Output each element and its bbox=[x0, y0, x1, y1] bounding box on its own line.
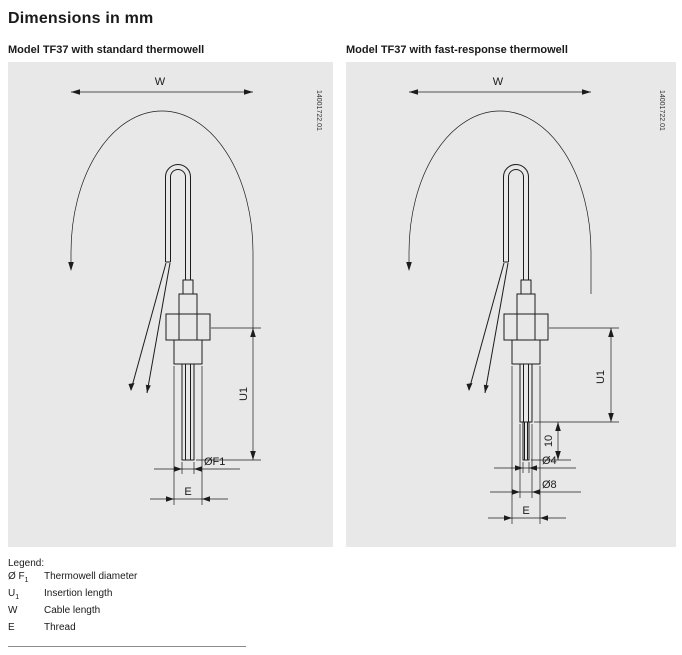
wire-tip-1 bbox=[128, 383, 135, 391]
dimension-thermowell-diameter-f1: ØF1 bbox=[154, 456, 240, 474]
legend-item-thermowell-diameter: Ø F1 Thermowell diameter bbox=[8, 570, 676, 587]
legend-item-cable-length: W Cable length bbox=[8, 604, 676, 621]
label-u1: U1 bbox=[595, 370, 607, 384]
legend-symbol: U1 bbox=[8, 588, 20, 601]
dimension-thread-e: E bbox=[488, 366, 566, 524]
cable-gland-body bbox=[178, 293, 198, 315]
wire-tip-1 bbox=[466, 383, 473, 391]
dimension-tip-diameter-d4: Ø4 bbox=[494, 455, 576, 473]
fast-response-tip bbox=[522, 421, 530, 461]
panel-fast-response-thermowell: Model TF37 with fast-response thermowell… bbox=[346, 44, 676, 547]
wire-tip-2 bbox=[145, 384, 151, 393]
cable-loop-outline bbox=[408, 110, 592, 253]
drawing-panels: Model TF37 with standard thermowell W bbox=[8, 44, 676, 547]
cable-loop-outline bbox=[70, 110, 254, 253]
legend-title: Legend: bbox=[8, 558, 45, 569]
label-e: E bbox=[522, 505, 529, 517]
cable-inner bbox=[170, 169, 186, 280]
cable-gland-neck bbox=[520, 279, 532, 295]
dimension-insertion-length-u1: U1 bbox=[534, 327, 619, 423]
label-tip-length: 10 bbox=[543, 435, 555, 447]
page-title: Dimensions in mm bbox=[8, 10, 154, 27]
sensor-body bbox=[503, 279, 549, 461]
label-d4: Ø4 bbox=[542, 455, 557, 467]
legend-symbol: W bbox=[8, 605, 18, 616]
legend-symbol: Ø F1 bbox=[8, 571, 29, 584]
thread-collar bbox=[511, 339, 541, 365]
label-e: E bbox=[184, 486, 191, 498]
label-u1: U1 bbox=[238, 387, 250, 401]
cable-outer bbox=[165, 164, 191, 280]
label-d8: Ø8 bbox=[542, 479, 557, 491]
legend-item-thread: E Thread bbox=[8, 621, 676, 638]
wire-tip-2 bbox=[483, 384, 489, 393]
legend-item-insertion-length: U1 Insertion length bbox=[8, 587, 676, 604]
legend-description: Cable length bbox=[44, 605, 101, 616]
thermowell-tube bbox=[181, 363, 195, 461]
cable-gland-neck bbox=[182, 279, 194, 295]
cable-assembly bbox=[408, 110, 592, 394]
label-f1: ØF1 bbox=[204, 456, 225, 468]
dimension-tip-length-10: 10 bbox=[531, 422, 571, 461]
legend-description: Thread bbox=[44, 622, 76, 633]
dimension-cable-length-w: W bbox=[406, 76, 592, 294]
cable-inner bbox=[508, 169, 524, 280]
wire-lead-2 bbox=[484, 262, 509, 394]
cable-gland-body bbox=[516, 293, 536, 315]
legend: Legend: Ø F1 Thermowell diameter U1 Inse… bbox=[8, 557, 676, 638]
wire-lead-2 bbox=[146, 262, 171, 394]
cable-outer bbox=[503, 164, 529, 280]
panel-standard-thermowell: Model TF37 with standard thermowell W bbox=[8, 44, 333, 547]
standard-thermowell-diagram: W bbox=[68, 76, 322, 505]
panel-standard-subtitle: Model TF37 with standard thermowell bbox=[8, 44, 205, 56]
legend-description: Insertion length bbox=[44, 588, 113, 599]
hex-nut bbox=[165, 313, 211, 341]
thread-collar bbox=[173, 339, 203, 365]
dimension-insertion-length-u1: U1 bbox=[196, 327, 261, 461]
wire-lead-1 bbox=[468, 262, 505, 391]
legend-description: Thermowell diameter bbox=[44, 571, 138, 582]
thermowell-tube bbox=[519, 363, 533, 423]
fast-response-thermowell-diagram: W bbox=[406, 76, 665, 524]
document-number: 14001722.01 bbox=[658, 90, 665, 131]
dimension-thread-e: E bbox=[150, 366, 228, 505]
cable-assembly bbox=[70, 110, 254, 394]
dimension-tube-diameter-d8: Ø8 bbox=[490, 424, 581, 498]
document-number: 14001722.01 bbox=[315, 90, 322, 131]
footer-rule bbox=[8, 646, 246, 647]
drawing-standard-thermowell: W bbox=[8, 62, 333, 547]
wire-lead-1 bbox=[130, 262, 167, 391]
drawing-fast-response-thermowell: W bbox=[346, 62, 676, 547]
panel-fast-response-subtitle: Model TF37 with fast-response thermowell bbox=[346, 44, 568, 56]
sensor-body bbox=[165, 279, 211, 461]
label-w: W bbox=[493, 76, 504, 88]
dimension-cable-length-w: W bbox=[68, 76, 254, 328]
label-w: W bbox=[155, 76, 166, 88]
hex-nut bbox=[503, 313, 549, 341]
legend-symbol: E bbox=[8, 622, 15, 633]
